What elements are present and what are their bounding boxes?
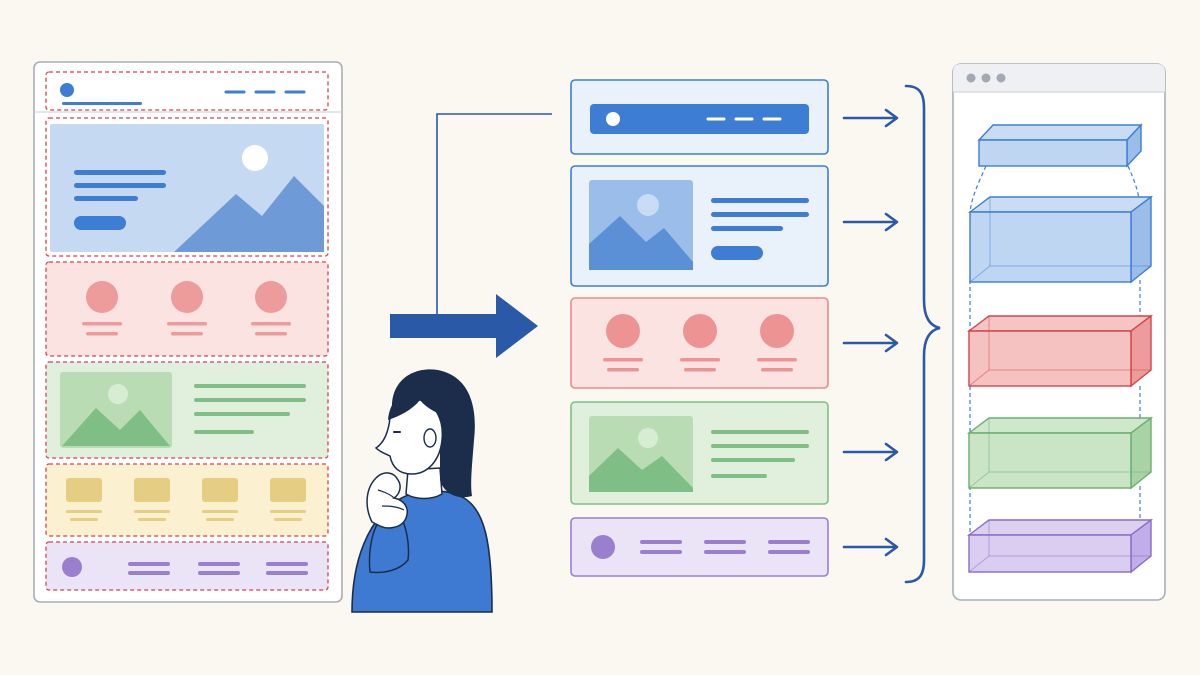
thinking-person-icon: [351, 369, 493, 613]
component-arrows: [842, 108, 899, 557]
arrow-right-icon: [842, 442, 899, 462]
block-media: [966, 416, 1154, 490]
extracted-components-column: [570, 79, 829, 577]
wireframe-cards-section: [45, 463, 329, 537]
wireframe-footer-section: [45, 541, 329, 591]
block-header: [977, 123, 1143, 168]
component-header: [570, 79, 829, 155]
connector-line: [436, 113, 552, 322]
component-media: [570, 401, 829, 505]
component-footer: [570, 517, 829, 577]
sun-icon: [242, 145, 268, 171]
wireframe-hero-section: [45, 117, 329, 257]
arrow-right-icon: [842, 108, 899, 128]
block-features: [966, 314, 1154, 388]
image-placeholder-icon: [637, 194, 659, 216]
browser-window: [952, 63, 1166, 601]
arrow-right-icon: [842, 537, 899, 557]
curly-brace-icon: [904, 84, 941, 584]
wireframe-page: [33, 61, 343, 603]
wireframe-header-section: [45, 71, 329, 111]
component-hero: [570, 165, 829, 287]
wireframe-features-section: [45, 261, 329, 357]
browser-dots-icon: [966, 73, 1006, 83]
mountain-icon: [174, 176, 324, 252]
arrow-right-icon: [390, 294, 538, 358]
block-hero: [967, 195, 1154, 284]
block-footer: [966, 518, 1154, 574]
wireframe-media-section: [45, 361, 329, 459]
component-features: [570, 297, 829, 389]
arrow-right-icon: [842, 333, 899, 353]
mountain-icon: [62, 408, 170, 446]
arrow-right-icon: [842, 212, 899, 232]
